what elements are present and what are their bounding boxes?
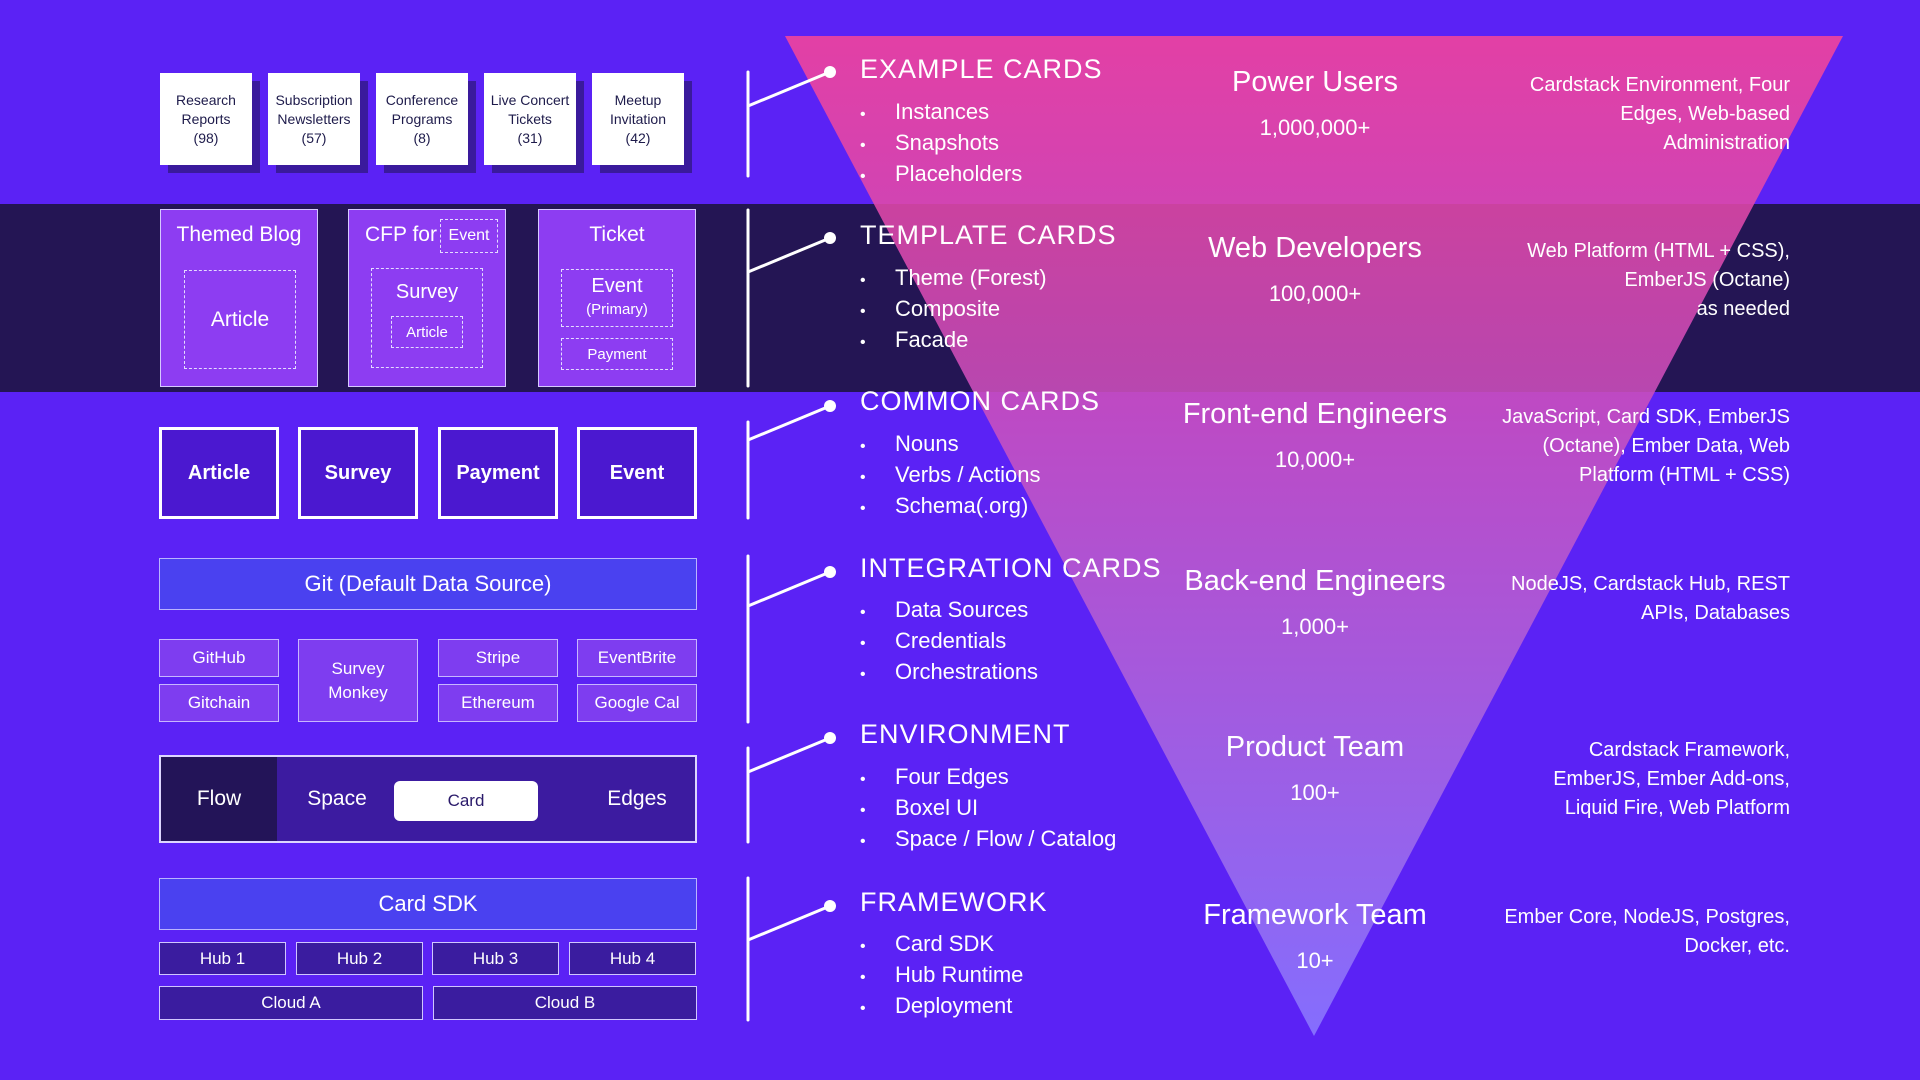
example-card-conference-programs[interactable]: Conference Programs (8) [376,73,468,165]
audience-product-team: Product Team 100+ [1225,731,1405,805]
template-slot-event-primary: Event (Primary) [561,269,673,327]
requirements-integration-cards: NodeJS, Cardstack Hub, REST APIs, Databa… [1511,573,1790,624]
data-source-stripe[interactable]: Stripe [438,639,558,677]
audience-framework-team: Framework Team 10+ [1203,899,1427,973]
hub-4[interactable]: Hub 4 [569,942,696,975]
data-source-eventbrite[interactable]: EventBrite [577,639,697,677]
requirements-template-cards: Web Platform (HTML + CSS), EmberJS (Octa… [1527,240,1790,320]
env-space[interactable]: Space Card [277,757,579,841]
layer-title-common-cards: COMMON CARDS [860,386,1100,416]
template-slot-survey: Survey Article [371,268,483,368]
example-card-research-reports[interactable]: Research Reports (98) [160,73,252,165]
data-source-github[interactable]: GitHub [159,639,279,677]
requirements-environment: Cardstack Framework, EmberJS, Ember Add-… [1553,739,1790,819]
data-source-survey-monkey[interactable]: Survey Monkey [298,639,418,722]
template-card-cfp[interactable]: CFP for Event Survey Article [348,209,506,387]
template-slot-article: Article [184,270,296,369]
layer-title-template-cards: TEMPLATE CARDS [860,220,1117,250]
common-card-event[interactable]: Event [577,427,697,519]
layer-bullets-template-cards: Theme (Forest) Composite Facade [860,262,1047,355]
template-slot-payment: Payment [561,338,673,370]
env-flow-edge[interactable]: Flow [161,757,277,841]
layer-bullets-common-cards: Nouns Verbs / Actions Schema(.org) [860,428,1041,521]
example-card-live-concert-tickets[interactable]: Live Concert Tickets (31) [484,73,576,165]
card-sdk-block[interactable]: Card SDK [159,878,697,930]
cloud-b[interactable]: Cloud B [433,986,697,1020]
env-space-label: Space [307,787,367,810]
layer-bullets-integration-cards: Data Sources Credentials Orchestrations [860,594,1038,687]
requirements-framework: Ember Core, NodeJS, Postgres, Docker, et… [1504,906,1790,957]
layer-title-example-cards: EXAMPLE CARDS [860,54,1103,84]
layer-bullets-environment: Four Edges Boxel UI Space / Flow / Catal… [860,761,1116,854]
layer-title-framework: FRAMEWORK [860,887,1048,917]
audience-back-end-engineers: Back-end Engineers 1,000+ [1184,565,1446,639]
common-card-article[interactable]: Article [159,427,279,519]
audience-web-developers: Web Developers 100,000+ [1208,232,1422,306]
data-source-google-cal[interactable]: Google Cal [577,684,697,722]
env-card[interactable]: Card [394,781,538,821]
template-card-themed-blog[interactable]: Themed Blog Article [160,209,318,387]
common-card-payment[interactable]: Payment [438,427,558,519]
template-slot-article-nested: Article [391,316,463,348]
audience-power-users: Power Users 1,000,000+ [1232,66,1398,140]
template-card-ticket[interactable]: Ticket Event (Primary) Payment [538,209,696,387]
git-default-data-source[interactable]: Git (Default Data Source) [159,558,697,610]
hub-2[interactable]: Hub 2 [296,942,423,975]
example-card-meetup-invitation[interactable]: Meetup Invitation (42) [592,73,684,165]
requirements-example-cards: Cardstack Environment, Four Edges, Web-b… [1529,74,1790,154]
data-source-gitchain[interactable]: Gitchain [159,684,279,722]
layer-bullets-framework: Card SDK Hub Runtime Deployment [860,928,1023,1021]
layer-title-environment: ENVIRONMENT [860,719,1071,749]
data-source-ethereum[interactable]: Ethereum [438,684,558,722]
example-card-subscription-newsletters[interactable]: Subscription Newsletters (57) [268,73,360,165]
cloud-a[interactable]: Cloud A [159,986,423,1020]
layer-bullets-example-cards: Instances Snapshots Placeholders [860,96,1022,189]
requirements-common-cards: JavaScript, Card SDK, EmberJS (Octane), … [1502,406,1790,486]
env-edges[interactable]: Edges [579,757,695,841]
hub-1[interactable]: Hub 1 [159,942,286,975]
audience-front-end-engineers: Front-end Engineers 10,000+ [1182,398,1448,472]
common-card-survey[interactable]: Survey [298,427,418,519]
environment-panel: Flow Space Card Edges [159,755,697,843]
funnel-triangle [785,36,1843,1036]
template-tag-event: Event [440,219,498,253]
hub-3[interactable]: Hub 3 [432,942,559,975]
layer-title-integration-cards: INTEGRATION CARDS [860,553,1162,583]
